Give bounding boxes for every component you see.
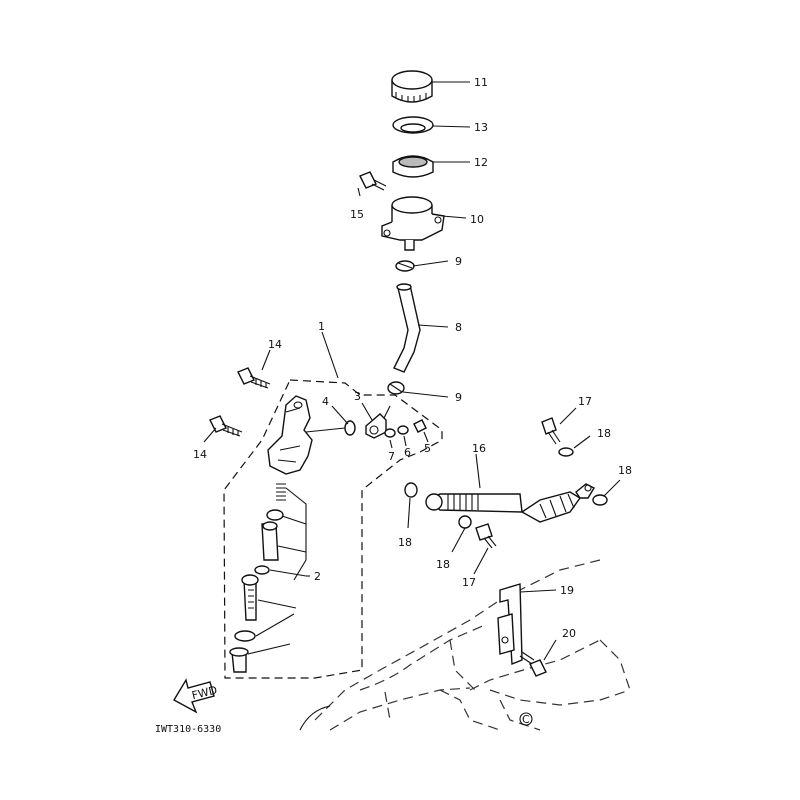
- callout-15: 15: [350, 208, 364, 221]
- callout-14-upper: 14: [268, 338, 282, 351]
- callout-10: 10: [470, 213, 484, 226]
- callout-9-upper: 9: [455, 255, 462, 268]
- copper-washer-18-c: [558, 447, 574, 457]
- frame-outline: [299, 559, 631, 731]
- drawing-code: IWT310-6330: [155, 724, 221, 735]
- washer-6: [397, 425, 409, 435]
- callout-18-b: 18: [436, 558, 450, 571]
- bolt-14-lower: [209, 415, 243, 437]
- assembly-boundary: [223, 379, 443, 679]
- corner-mark: C: [522, 713, 530, 726]
- callout-18-a: 18: [398, 536, 412, 549]
- copper-washer-18-b: [458, 515, 472, 529]
- callout-20: 20: [562, 627, 576, 640]
- callout-5: 5: [424, 442, 431, 455]
- callout-3: 3: [354, 390, 361, 403]
- callout-labels: 11 13 12 10 9 8 9 15 1 14 14 4 3 7 6 5 1…: [193, 76, 632, 640]
- bracket-19: [497, 583, 523, 666]
- callout-14-lower: 14: [193, 448, 207, 461]
- hose-clamp-upper: [395, 260, 415, 272]
- bolt-20: [519, 651, 547, 677]
- callout-18-d: 18: [618, 464, 632, 477]
- callout-11: 11: [474, 76, 488, 89]
- screw-5: [413, 419, 427, 433]
- callout-17-lower: 17: [462, 576, 476, 589]
- reservoir-tank: [381, 196, 445, 251]
- callout-8: 8: [455, 321, 462, 334]
- union-bolt-17-upper: [541, 417, 561, 445]
- callout-7: 7: [388, 450, 395, 463]
- reservoir-hose: [393, 284, 421, 373]
- callout-12: 12: [474, 156, 488, 169]
- callout-2: 2: [314, 570, 321, 583]
- callout-1: 1: [318, 320, 325, 333]
- callout-18-c: 18: [597, 427, 611, 440]
- brake-hose: [425, 483, 595, 523]
- callout-6: 6: [404, 446, 411, 459]
- callout-9-lower: 9: [455, 391, 462, 404]
- leader-lines: [203, 81, 621, 661]
- reservoir-cap: [391, 70, 433, 103]
- bolt-14-upper: [237, 367, 271, 389]
- hose-clamp-lower: [387, 381, 405, 395]
- fwd-arrow-icon: [173, 678, 215, 714]
- hose-joint-3: [365, 405, 391, 439]
- o-ring-4: [344, 420, 356, 436]
- fwd-label: FWD: [190, 683, 218, 702]
- diaphragm: [392, 155, 434, 178]
- copper-washer-18-a: [404, 482, 418, 498]
- callout-17-upper: 17: [578, 395, 592, 408]
- washer-7: [384, 428, 396, 438]
- callout-19: 19: [560, 584, 574, 597]
- diaphragm-plate: [392, 116, 434, 134]
- master-cylinder-body: [267, 395, 346, 475]
- callout-13: 13: [474, 121, 488, 134]
- union-bolt-17-lower: [475, 523, 497, 549]
- master-cylinder-kit: [229, 483, 286, 673]
- callout-16: 16: [472, 442, 486, 455]
- copper-washer-18-d: [592, 494, 608, 506]
- callout-4: 4: [322, 395, 329, 408]
- screw-15: [359, 171, 387, 191]
